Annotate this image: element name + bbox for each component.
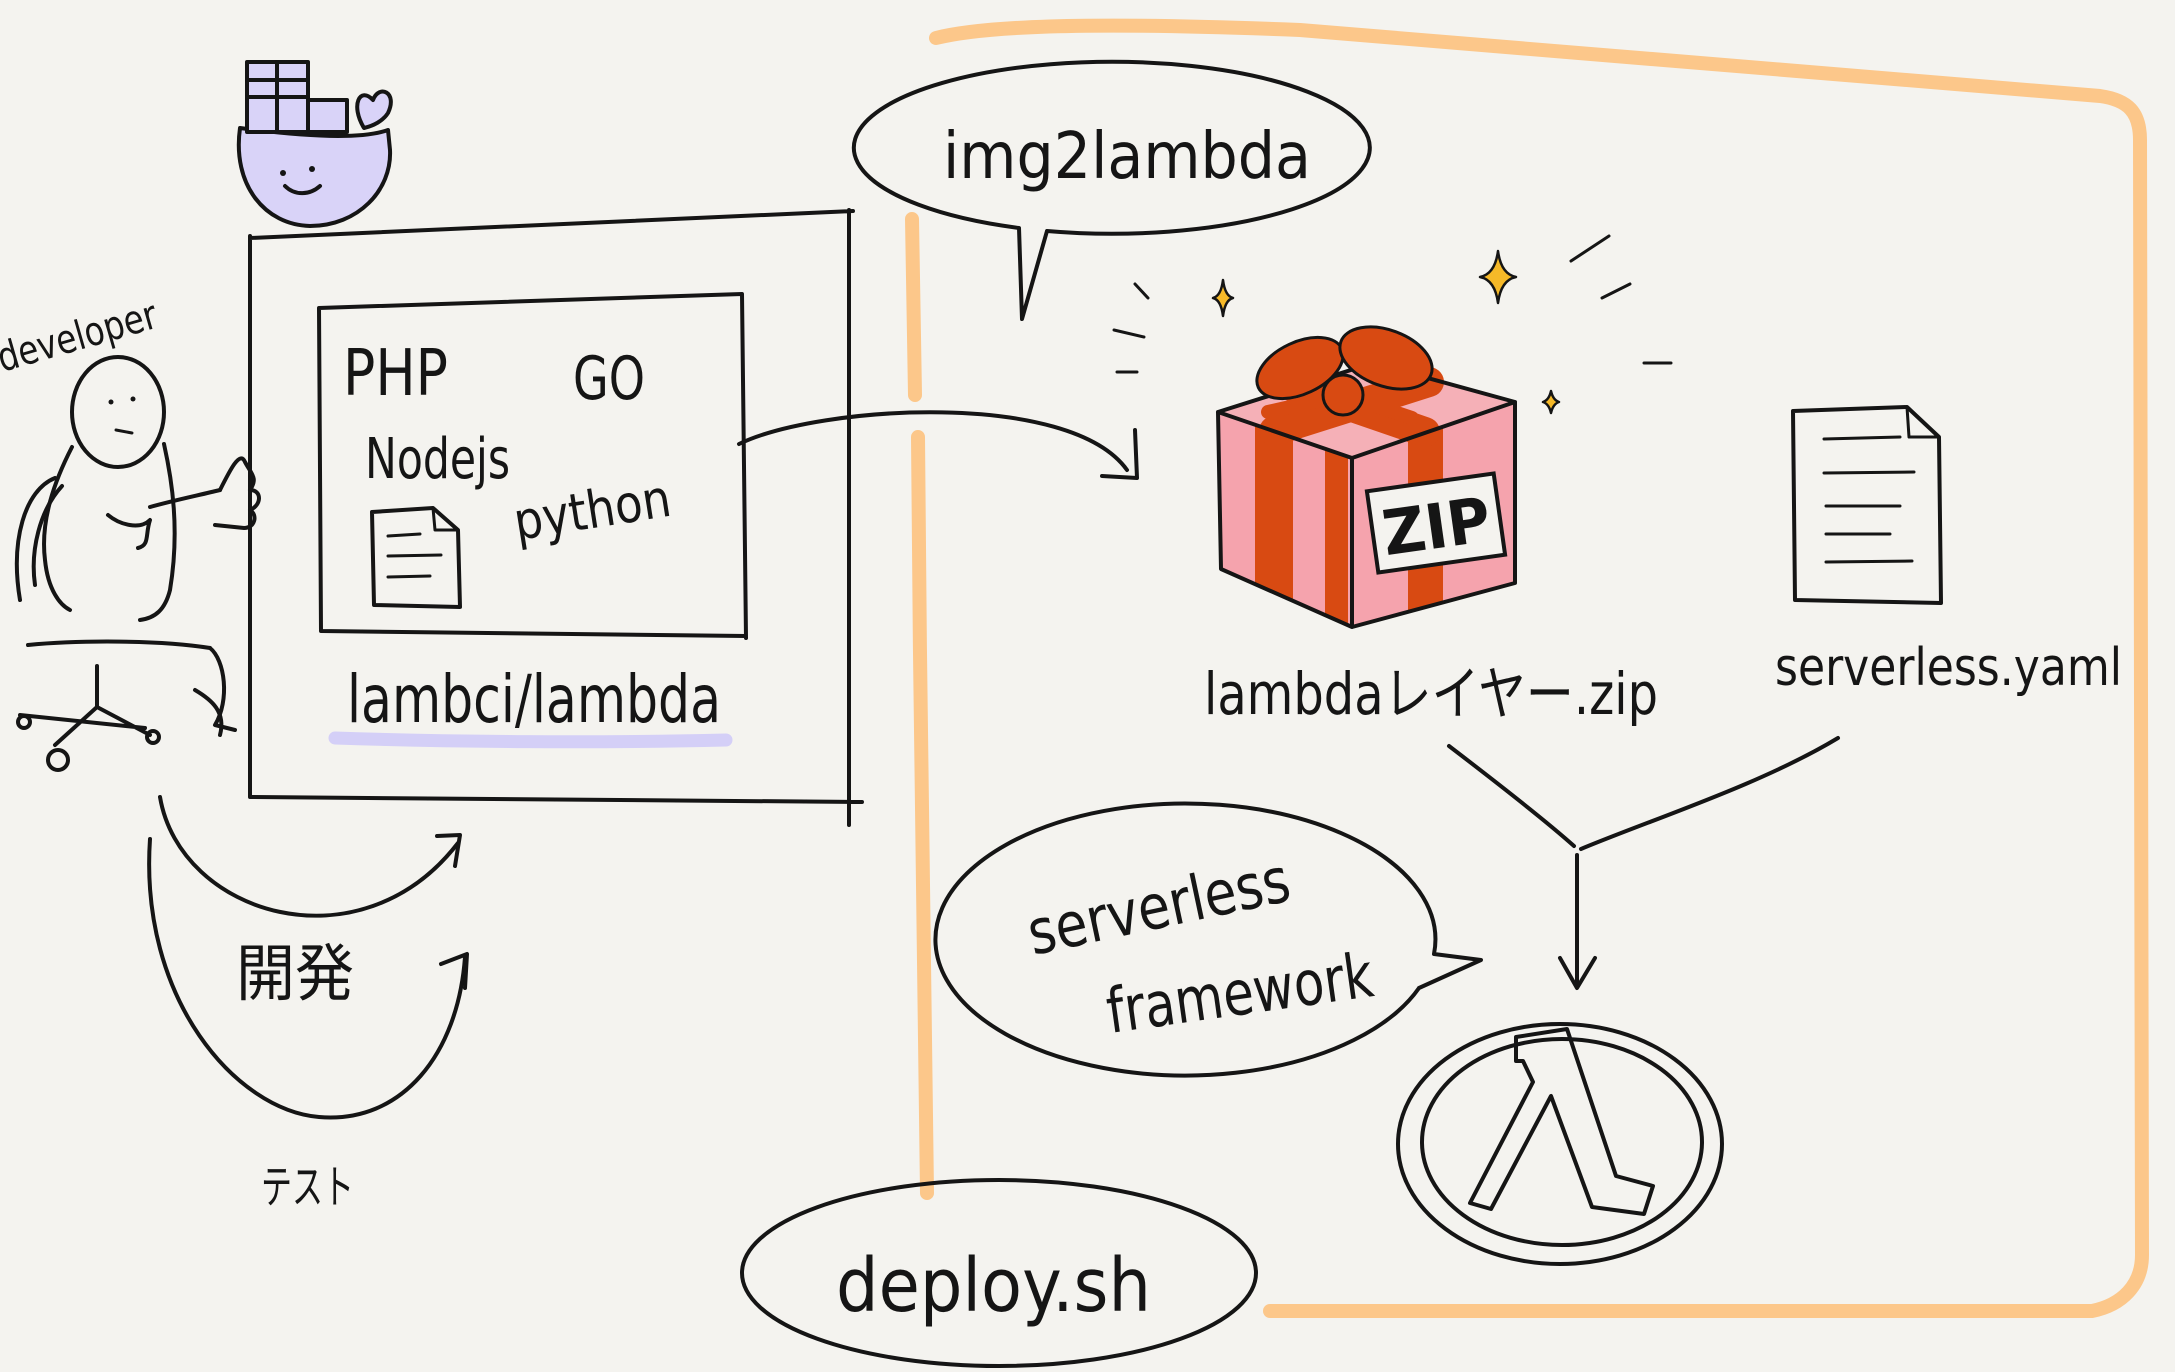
- frame-left-upper: [905, 212, 922, 402]
- deploy-bubble-outline: [740, 1178, 1258, 1368]
- yaml-document-fold: [1905, 405, 1941, 439]
- merge-line-from-zip: [1447, 744, 1576, 848]
- developer-leg-front: [208, 646, 237, 732]
- sparkles: [1112, 234, 1673, 415]
- framework-bubble-line2: framework: [1102, 938, 1378, 1048]
- runtime-nodejs: Nodejs: [365, 427, 510, 492]
- serverless-yaml-document: serverless.yaml: [1775, 405, 2122, 698]
- container-outline: [248, 208, 864, 827]
- lambci-container-box: PHP GO Nodejs python lambci/lambda: [248, 208, 864, 827]
- build-arrow-curve: [737, 410, 1129, 472]
- developer-head: [70, 355, 166, 469]
- gift-box-icon: ZIP lambdaレイヤー.zip: [1204, 325, 1658, 728]
- bow-loop-right: [1338, 325, 1434, 391]
- runtime-panel-outline: [317, 292, 748, 640]
- container-label: lambci/lambda: [347, 661, 721, 738]
- merge-line-from-yaml: [1579, 736, 1840, 851]
- document-icon: [370, 506, 462, 609]
- whale-eye-left: [280, 170, 286, 176]
- sparkle-icon: [1478, 249, 1518, 305]
- whale-face: [236, 126, 393, 228]
- whale-smile: [283, 184, 322, 196]
- developer-figure: developer: [0, 292, 261, 772]
- container-block-right: [306, 98, 349, 134]
- developer-arm: [148, 488, 222, 509]
- chair-wheel-right: [145, 729, 161, 745]
- yaml-document-lines: [1822, 435, 1916, 564]
- img2lambda-bubble: img2lambda: [851, 59, 1372, 321]
- lambda-inner-ring: [1420, 1037, 1704, 1247]
- developer-mouth: [114, 428, 134, 435]
- sparkle-dashes-left: [1112, 282, 1150, 374]
- sparkle-icon: [1211, 278, 1235, 318]
- img2lambda-label: img2lambda: [943, 120, 1311, 194]
- build-arrow: [737, 410, 1139, 480]
- developer-hand-chest: [106, 513, 152, 550]
- developer-eye-left: [108, 399, 114, 405]
- test-arrow-curve: [147, 837, 467, 1120]
- framework-bubble-line1: serverless: [1021, 843, 1296, 970]
- bow-knot: [1321, 373, 1365, 417]
- develop-arrow-curve: [158, 795, 460, 918]
- deployment-scope-frame: [905, 18, 2149, 1318]
- ribbon-left-band: [1255, 424, 1293, 601]
- lambda-outer-ring: [1396, 1022, 1724, 1266]
- layer-zip-label: lambdaレイヤー.zip: [1204, 660, 1658, 728]
- developer-body-right: [138, 442, 177, 622]
- img2lambda-bubble-outline: [851, 59, 1372, 321]
- document-lines: [386, 532, 443, 579]
- frame-top-right-bottom: [929, 18, 2149, 1318]
- develop-arrow-head: [435, 833, 462, 868]
- chair-wheel-front: [46, 748, 70, 772]
- developer-leg-back: [193, 688, 224, 737]
- developer-label: developer: [0, 292, 163, 382]
- runtime-go: GO: [573, 344, 645, 414]
- chair-seat: [26, 639, 212, 650]
- deploy-sh-bubble: deploy.sh: [740, 1178, 1258, 1368]
- whale-eye-right: [309, 166, 315, 172]
- test-arrow-head: [439, 952, 469, 990]
- test-arrow: テスト: [147, 837, 469, 1214]
- framework-bubble-outline: [933, 801, 1483, 1078]
- yaml-document-page: [1791, 405, 1943, 605]
- build-arrow-head: [1100, 428, 1139, 480]
- frame-left-lower: [911, 430, 934, 1200]
- whale-tail: [355, 89, 393, 130]
- developer-thumbs-up-hand: [213, 456, 261, 530]
- test-label: テスト: [261, 1160, 354, 1214]
- sparkle-icon: [1541, 389, 1561, 415]
- chair-back-outer: [14, 476, 57, 602]
- zip-tag: ZIP: [1364, 471, 1508, 575]
- document-fold: [431, 506, 460, 532]
- ribbon-corner-band: [1325, 449, 1348, 624]
- aws-lambda-icon: [1396, 1022, 1724, 1266]
- config-file-label: serverless.yaml: [1775, 638, 2122, 698]
- sparkle-dashes-right: [1569, 234, 1673, 365]
- container-grid: [245, 60, 310, 134]
- zip-tag-background: [1364, 471, 1508, 575]
- developer-body-left: [42, 445, 74, 612]
- runtime-python: python: [510, 469, 675, 553]
- develop-label: 開発: [236, 937, 354, 1010]
- zip-tag-label: ZIP: [1378, 483, 1495, 570]
- develop-arrow: 開発: [158, 795, 462, 1010]
- document-page: [370, 506, 462, 609]
- developer-eye-right: [130, 396, 136, 402]
- chair-back-inner: [31, 484, 64, 587]
- runtime-php: PHP: [343, 337, 448, 411]
- lambda-symbol: [1468, 1027, 1655, 1216]
- container-label-underline: [328, 731, 733, 749]
- deploy-bubble-label: deploy.sh: [836, 1243, 1151, 1329]
- serverless-framework-bubble: serverless framework: [933, 801, 1483, 1078]
- docker-whale-icon: [236, 60, 393, 228]
- merge-arrow-head: [1558, 956, 1597, 990]
- chair-wheel-left: [16, 714, 32, 730]
- chair-base: [18, 705, 152, 747]
- merge-arrow: [1447, 736, 1840, 990]
